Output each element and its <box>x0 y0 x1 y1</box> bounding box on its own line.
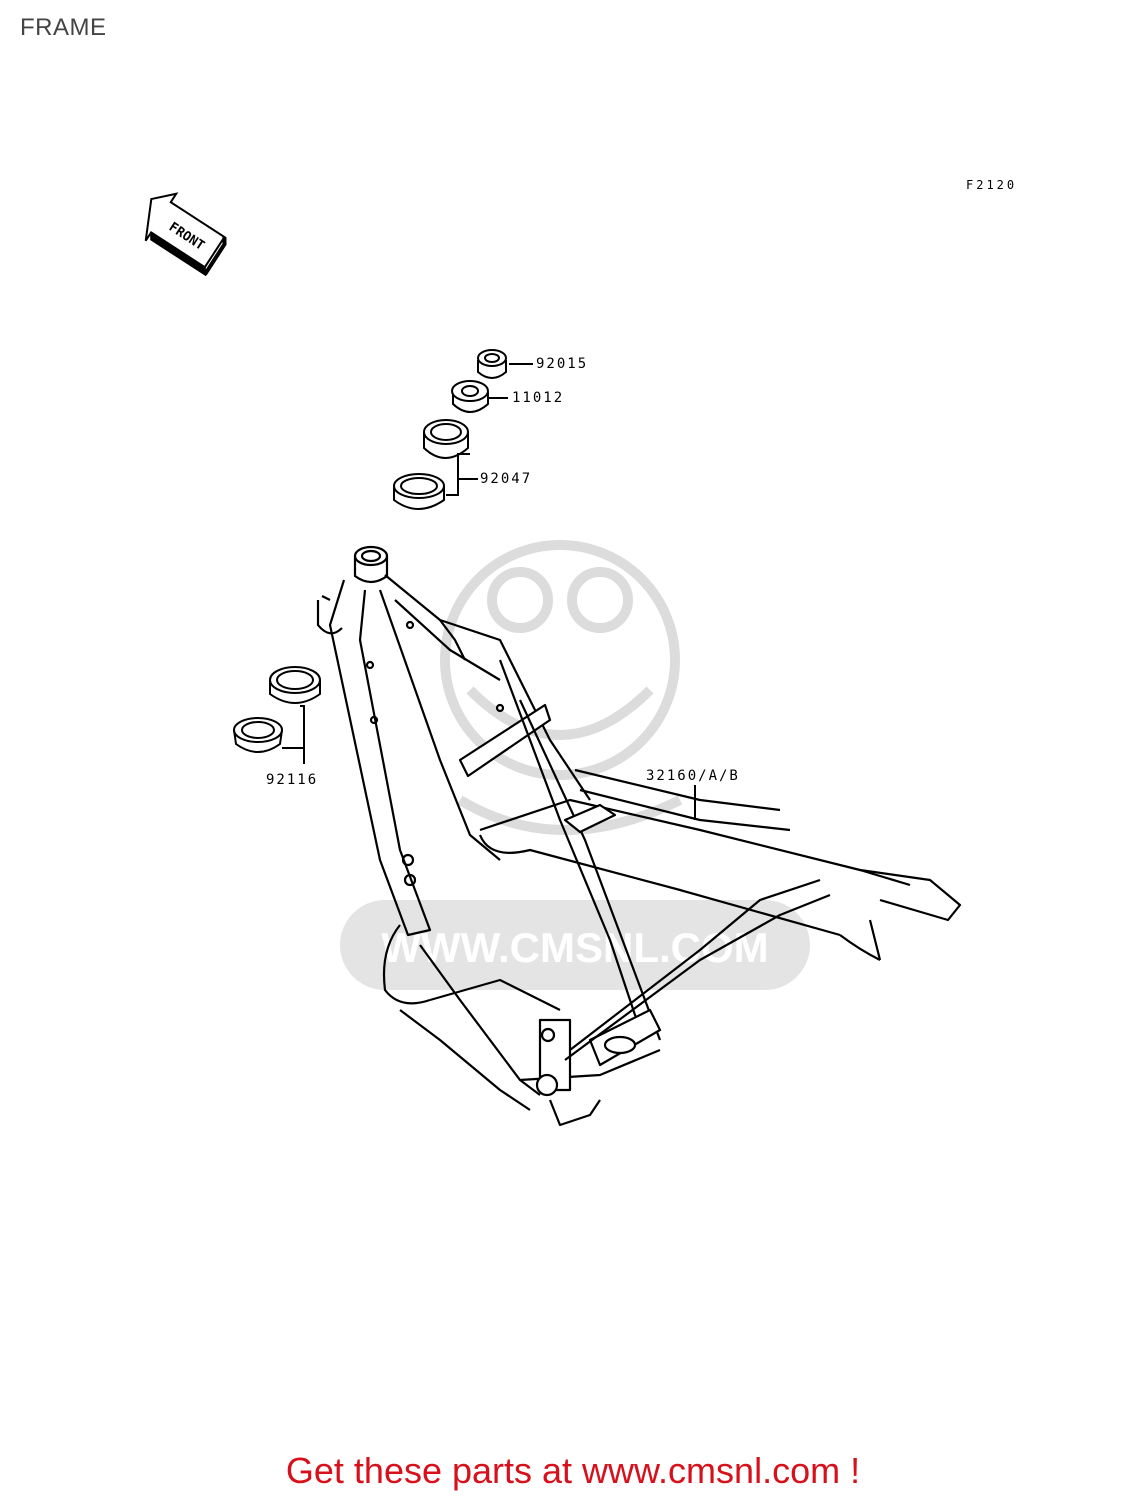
watermark-banner: WWW.CMSNL.COM <box>340 900 810 990</box>
washer-11012-icon <box>451 380 508 413</box>
part-label-92116[interactable]: 92116 <box>266 772 319 788</box>
part-label-32160[interactable]: 32160/A/B <box>646 768 740 784</box>
part-label-92015[interactable]: 92015 <box>536 356 589 372</box>
part-label-92047[interactable]: 92047 <box>480 471 533 487</box>
frame-32160-icon <box>316 545 962 1127</box>
part-label-11012[interactable]: 11012 <box>512 390 565 406</box>
diagram-code: F2120 <box>966 178 1018 192</box>
front-arrow-icon: FRONT <box>144 192 227 277</box>
page-title: FRAME <box>20 14 107 41</box>
promo-link[interactable]: Get these parts at www.cmsnl.com ! <box>285 1450 861 1491</box>
nut-92015-icon <box>477 349 533 379</box>
bearing-92047-icon <box>393 419 478 510</box>
watermark-text: WWW.CMSNL.COM <box>381 924 768 971</box>
bearing-92116-icon <box>233 666 321 764</box>
